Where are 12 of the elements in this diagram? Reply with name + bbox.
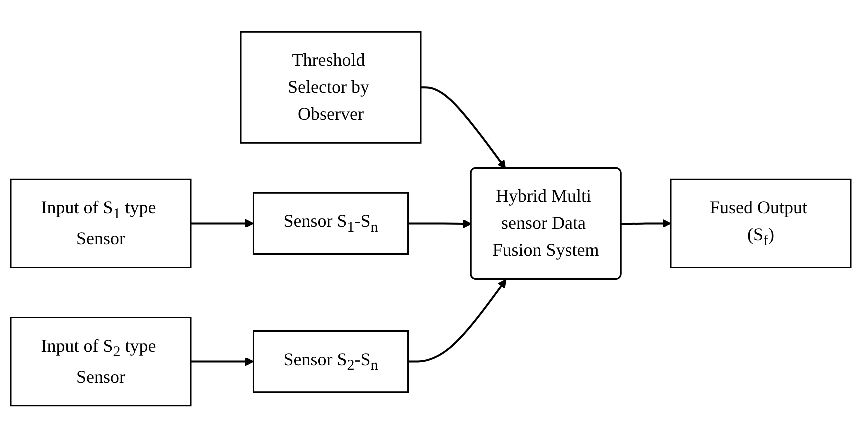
node-box: Fused Output (S$_{f}$) xyxy=(670,178,852,268)
node-box: Input of S$_{2}$ type Sensor xyxy=(10,317,192,407)
arrow xyxy=(408,220,472,228)
arrow xyxy=(621,219,672,228)
node-box: Sensor S$_{2}$-S$_{n}$ xyxy=(252,330,410,394)
arrow xyxy=(408,279,507,363)
node-box: Sensor S$_{1}$-S$_{n}$ xyxy=(252,192,410,255)
arrow xyxy=(421,86,506,170)
node-box: Threshold Selector by Observer xyxy=(240,31,422,144)
node-box: Input of S$_{1}$ type Sensor xyxy=(10,178,192,268)
arrow xyxy=(191,219,254,228)
arrow xyxy=(191,357,254,366)
